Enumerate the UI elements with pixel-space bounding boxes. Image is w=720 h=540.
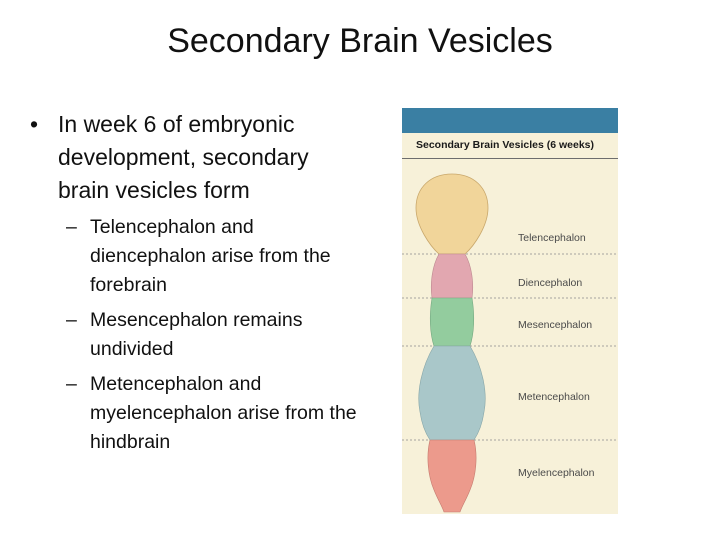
sub-bullet-text: Mesencephalon remains undivided — [90, 309, 303, 360]
dash-marker: – — [66, 309, 77, 331]
figure-title-rule — [402, 158, 618, 159]
metencephalon-shape — [418, 345, 486, 441]
main-bullet: In week 6 of embryonic development, seco… — [30, 108, 360, 207]
myelencephalon-shape — [427, 439, 477, 513]
sub-bullet-text: Metencephalon and myelencephalon arise f… — [90, 373, 357, 453]
sub-bullet-list: – Telencephalon and diencephalon arise f… — [30, 213, 360, 457]
sub-bullet: – Telencephalon and diencephalon arise f… — [30, 213, 360, 300]
sub-bullet-text: Telencephalon and diencephalon arise fro… — [90, 216, 331, 296]
diencephalon-shape — [430, 253, 474, 299]
vesicle-illustration — [402, 173, 618, 513]
label-diencephalon: Diencephalon — [518, 277, 583, 289]
sub-bullet: – Mesencephalon remains undivided — [30, 306, 360, 364]
bullet-list: In week 6 of embryonic development, seco… — [30, 108, 360, 463]
label-telencephalon: Telencephalon — [518, 232, 586, 244]
label-myelencephalon: Myelencephalon — [518, 467, 595, 479]
brain-vesicle-figure: Secondary Brain Vesicles (6 weeks) Telen… — [402, 108, 618, 514]
figure-title: Secondary Brain Vesicles (6 weeks) — [416, 139, 595, 151]
mesencephalon-shape — [429, 297, 475, 347]
dash-marker: – — [66, 373, 77, 395]
telencephalon-shape — [415, 173, 489, 255]
figure-header-band — [402, 108, 618, 133]
slide-title: Secondary Brain Vesicles — [167, 22, 553, 60]
sub-bullet: – Metencephalon and myelencephalon arise… — [30, 370, 360, 457]
label-mesencephalon: Mesencephalon — [518, 319, 593, 331]
label-metencephalon: Metencephalon — [518, 391, 590, 403]
dash-marker: – — [66, 216, 77, 238]
